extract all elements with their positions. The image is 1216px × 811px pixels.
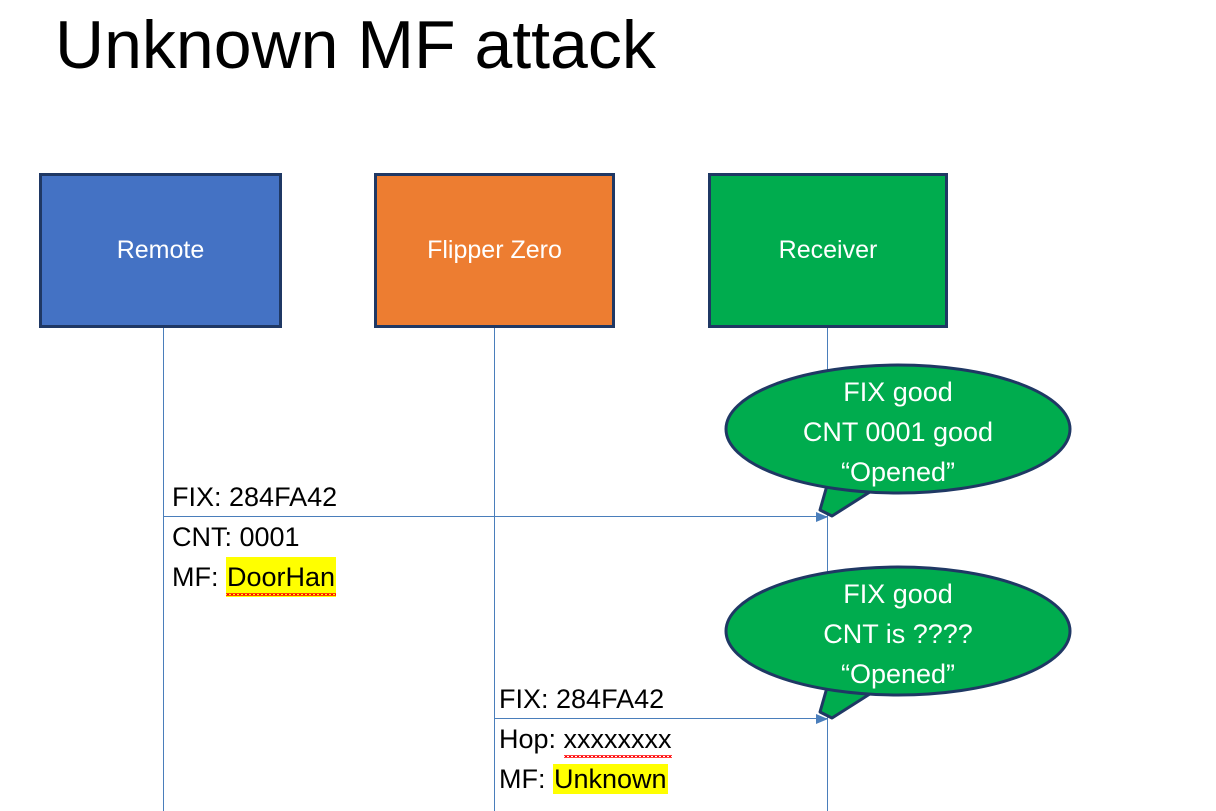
message-line-hop-prefix: Hop: (499, 724, 564, 754)
message-line-mf-value-highlighted: DoorHan (226, 557, 337, 597)
message-line-mf-prefix: MF: (172, 562, 226, 592)
message-line-fix-2-prefix: FIX: (499, 684, 557, 714)
message-line-mf-2-value-highlighted: Unknown (553, 764, 668, 794)
message-line-fix-2: FIX: 284FA42 (499, 679, 672, 719)
message-arrow-remote-to-receiver (163, 511, 828, 522)
actor-box-flipper[interactable]: Flipper Zero (374, 173, 615, 328)
message-line-fix-value: 284FA42 (229, 482, 338, 512)
speech-bubble-shape-1 (724, 363, 1072, 518)
message-line-fix-2-value: 284FA42 (556, 684, 665, 714)
message-labels-2: FIX: 284FA42 Hop: xxxxxxxx MF: Unknown (499, 679, 672, 799)
message-arrow-flipper-to-receiver (494, 713, 828, 724)
message-line-cnt: CNT: 0001 (172, 517, 337, 557)
actor-label-remote: Remote (116, 236, 205, 264)
message-line-hop: Hop: xxxxxxxx (499, 719, 672, 759)
message-line-mf-2-prefix: MF: (499, 764, 553, 794)
message-line-mf: MF: DoorHan (172, 557, 337, 597)
speech-bubble-receiver-1[interactable]: FIX good CNT 0001 good “Opened” (724, 363, 1072, 518)
message-line-fix-prefix: FIX: (172, 482, 230, 512)
message-line-cnt-prefix: CNT: (172, 522, 240, 552)
speech-bubble-shape-2 (724, 565, 1072, 720)
message-line-cnt-value: 0001 (239, 522, 300, 552)
actor-box-receiver[interactable]: Receiver (708, 173, 948, 328)
lifeline-receiver (827, 327, 828, 811)
message-labels-1: FIX: 284FA42 CNT: 0001 MF: DoorHan (172, 477, 337, 597)
message-line-mf-2: MF: Unknown (499, 759, 672, 799)
actor-box-remote[interactable]: Remote (39, 173, 282, 328)
message-line-hop-value: xxxxxxxx (563, 719, 672, 759)
lifeline-flipper (494, 327, 495, 811)
actor-label-flipper: Flipper Zero (427, 236, 562, 264)
page-title: Unknown MF attack (55, 7, 656, 83)
message-line-fix: FIX: 284FA42 (172, 477, 337, 517)
lifeline-remote (163, 327, 164, 811)
speech-bubble-receiver-2[interactable]: FIX good CNT is ???? “Opened” (724, 565, 1072, 720)
actor-label-receiver: Receiver (778, 236, 878, 264)
